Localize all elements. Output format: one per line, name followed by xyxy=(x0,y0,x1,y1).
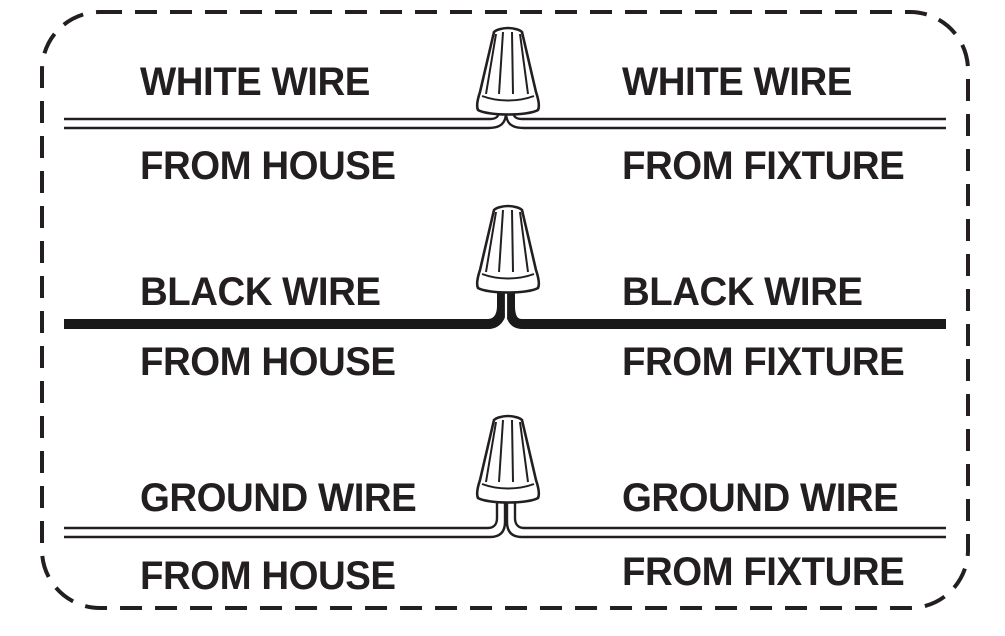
black-wire-row xyxy=(64,204,946,329)
wire-nut-icon xyxy=(475,204,541,294)
ground-wire-row xyxy=(64,414,946,539)
ground-wire-fixture-source: FROM FIXTURE xyxy=(622,550,905,594)
wire-nut-icon xyxy=(475,414,541,504)
ground-wire-house-top xyxy=(64,500,499,530)
white-wire-house-source: FROM HOUSE xyxy=(140,144,396,188)
ground-wire-fixture-bottom xyxy=(505,500,946,539)
white-wire-fixture-label: WHITE WIRE xyxy=(622,60,852,104)
wire-nut-icon xyxy=(475,26,541,116)
white-wire-house-top xyxy=(64,109,501,121)
ground-wire-fixture-top xyxy=(513,500,946,530)
ground-wire-fixture-label: GROUND WIRE xyxy=(622,476,899,520)
dashed-border xyxy=(40,10,970,610)
ground-wire-house-label: GROUND WIRE xyxy=(140,476,417,520)
black-wire-fixture xyxy=(505,288,946,329)
ground-wire-house-source: FROM HOUSE xyxy=(140,554,396,598)
ground-wire-house-bottom xyxy=(64,500,507,539)
black-wire-house-source: FROM HOUSE xyxy=(140,340,396,384)
black-wire-fixture-label: BLACK WIRE xyxy=(622,270,863,314)
black-wire-house xyxy=(64,288,507,329)
black-wire-fixture-source: FROM FIXTURE xyxy=(622,340,905,384)
black-wire-house-label: BLACK WIRE xyxy=(140,270,381,314)
white-wire-fixture-top xyxy=(511,109,946,121)
white-wire-house-label: WHITE WIRE xyxy=(140,60,370,104)
white-wire-fixture-source: FROM FIXTURE xyxy=(622,144,905,188)
white-wire-row xyxy=(64,26,946,130)
